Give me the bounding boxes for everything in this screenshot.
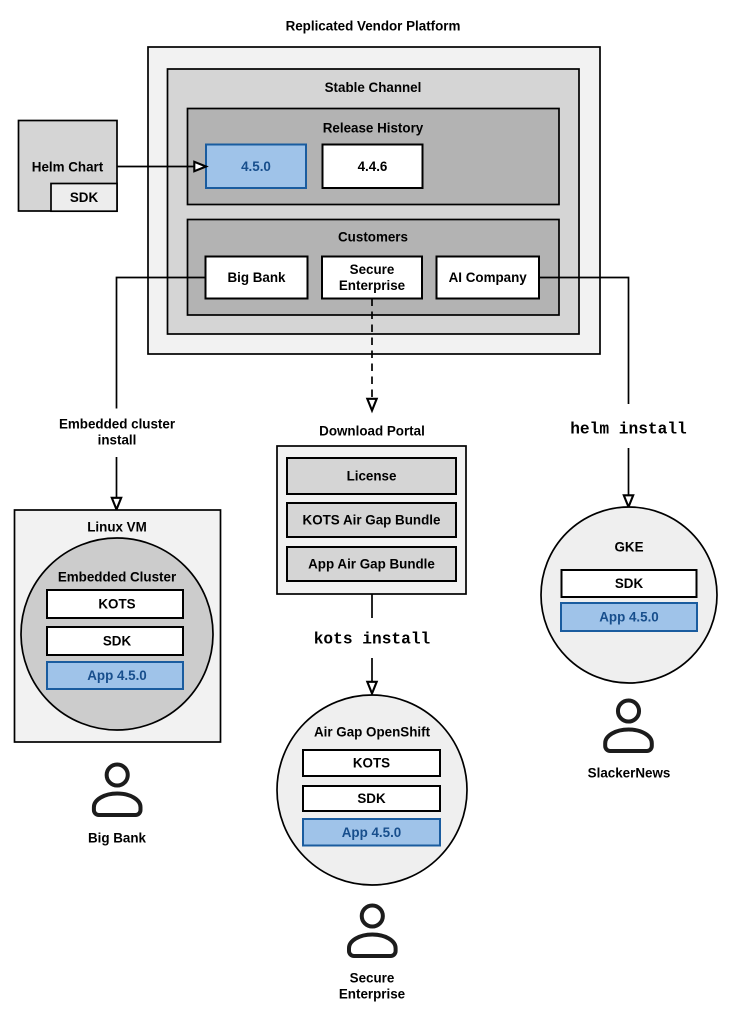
svg-text:GKE: GKE [614,540,643,555]
svg-text:Linux VM: Linux VM [87,520,147,535]
svg-text:Replicated Vendor Platform: Replicated Vendor Platform [286,19,461,34]
svg-text:SDK: SDK [103,634,132,649]
svg-text:SDK: SDK [70,190,99,205]
svg-text:Big Bank: Big Bank [227,270,286,285]
svg-text:App Air Gap Bundle: App Air Gap Bundle [308,557,435,572]
svg-text:Enterprise: Enterprise [339,987,405,1002]
svg-text:4.4.6: 4.4.6 [358,159,388,174]
svg-text:SDK: SDK [615,576,644,591]
svg-text:Embedded cluster: Embedded cluster [59,417,176,432]
svg-text:Secure: Secure [350,262,395,277]
svg-text:SDK: SDK [357,791,386,806]
svg-text:Big Bank: Big Bank [88,831,147,846]
svg-text:License: License [347,469,397,484]
svg-text:Download Portal: Download Portal [319,424,425,439]
svg-text:Stable Channel: Stable Channel [325,80,422,95]
svg-text:Enterprise: Enterprise [339,278,405,293]
svg-text:KOTS Air Gap Bundle: KOTS Air Gap Bundle [303,513,441,528]
svg-text:Helm Chart: Helm Chart [32,160,104,175]
svg-text:App 4.5.0: App 4.5.0 [87,668,147,683]
svg-text:Air Gap OpenShift: Air Gap OpenShift [314,725,431,740]
svg-text:Release History: Release History [323,121,424,136]
svg-text:App 4.5.0: App 4.5.0 [599,610,659,625]
svg-text:AI Company: AI Company [449,270,528,285]
svg-text:Customers: Customers [338,230,408,245]
svg-text:4.5.0: 4.5.0 [241,159,271,174]
svg-text:SlackerNews: SlackerNews [588,766,671,781]
svg-text:install: install [98,433,137,448]
svg-text:Secure: Secure [350,971,395,986]
svg-text:KOTS: KOTS [98,597,135,612]
svg-text:kots install: kots install [314,631,431,649]
svg-text:Embedded Cluster: Embedded Cluster [58,570,177,585]
svg-text:KOTS: KOTS [353,756,390,771]
svg-text:helm install: helm install [570,421,687,439]
svg-text:App 4.5.0: App 4.5.0 [342,825,402,840]
